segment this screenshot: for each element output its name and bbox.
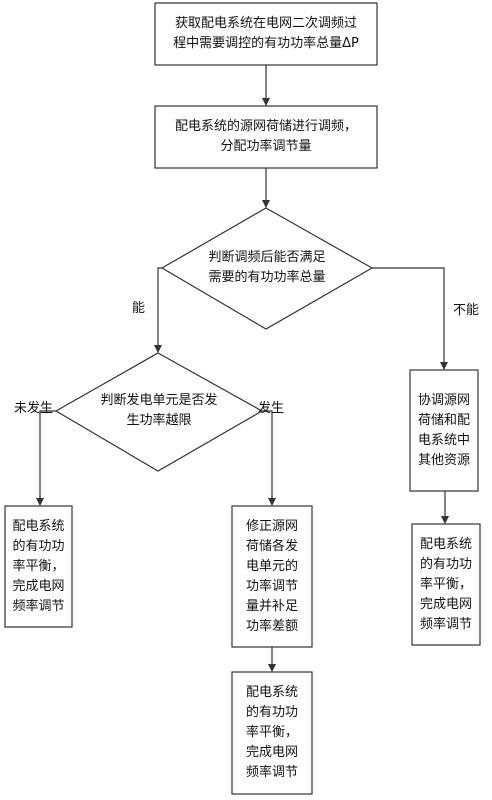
box-right-balance (411, 523, 481, 646)
line: 率平衡， (12, 558, 65, 574)
edge-label-yes: 能 (132, 301, 146, 316)
line: 频率调节 (245, 765, 298, 780)
diamond-check-overlimit (54, 352, 264, 472)
line: 频率调节 (12, 598, 65, 614)
node-mid-balance-text: 配电系统 的有功功 率平衡， 完成电网 频率调节 (232, 672, 312, 794)
line: 需要的有功功率总量 (208, 270, 326, 285)
box-left-balance (4, 505, 73, 628)
line: 分配功率调节量 (220, 139, 312, 154)
line: 修正源网 (245, 518, 298, 534)
line: 功率调节 (245, 578, 298, 594)
arrow-d2-to-left (36, 410, 56, 506)
line: 的有功功 (12, 538, 65, 554)
arrow-d2-to-mid (262, 410, 276, 506)
line: 配电系统的源网荷储进行调频， (174, 119, 357, 134)
line: 量并补足 (245, 598, 298, 614)
box-mid-balance (231, 671, 313, 795)
node-coordinate-resources-text: 协调源网 荷储和配 电系统中 其他资源 (410, 370, 478, 491)
line: 的有功功 (419, 556, 472, 572)
line: 程中需要调控的有功功率总量ΔP (173, 36, 359, 51)
line: 功率差额 (245, 618, 298, 634)
line: 配电系统 (245, 685, 298, 700)
line: 配电系统 (419, 536, 472, 552)
edge-label-not-occurred: 未发生 (14, 401, 54, 416)
line: 完成电网 (419, 596, 472, 612)
line: 完成电网 (12, 578, 65, 594)
box-coordinate-resources (409, 369, 479, 492)
decision-check-overlimit-text: 判断发电单元是否发 生功率越限 (56, 381, 262, 441)
line: 判断调频后能否满足 (208, 250, 326, 265)
line: 协调源网 (417, 392, 470, 408)
line: 电系统中 (417, 432, 470, 448)
diamond-check-total-power (160, 207, 374, 330)
node-left-balance-text: 配电系统 的有功功 率平衡， 完成电网 频率调节 (5, 506, 72, 627)
line: 生功率越限 (126, 413, 192, 428)
line: 电单元的 (245, 558, 298, 574)
edge-label-no: 不能 (453, 303, 480, 318)
line: 荷储和配 (417, 412, 470, 428)
line: 获取配电系统在电网二次调频过 (174, 16, 357, 31)
node-right-balance-text: 配电系统 的有功功 率平衡， 完成电网 频率调节 (412, 524, 480, 645)
line: 荷储各发 (245, 538, 298, 554)
line: 完成电网 (245, 745, 298, 760)
line: 率平衡， (245, 725, 298, 740)
edge-label-occurred: 发生 (258, 401, 285, 416)
line: 频率调节 (419, 616, 472, 632)
arrow-d1-to-right (372, 267, 448, 370)
node-source-grid-load-storage-text: 配电系统的源网荷储进行调频， 分配功率调节量 (155, 106, 377, 168)
line: 配电系统 (12, 518, 65, 534)
line: 的有功功 (245, 705, 298, 720)
line: 率平衡， (419, 576, 472, 592)
node-get-total-power-text: 获取配电系统在电网二次调频过 程中需要调控的有功功率总量ΔP (155, 3, 377, 65)
arrow-d1-to-d2 (154, 267, 162, 353)
line: 其他资源 (417, 452, 470, 468)
decision-check-total-power-text: 判断调频后能否满足 需要的有功功率总量 (162, 238, 372, 298)
line: 判断发电单元是否发 (100, 393, 218, 408)
node-correct-units-text: 修正源网 荷储各发 电单元的 功率调节 量并补足 功率差额 (232, 506, 312, 647)
